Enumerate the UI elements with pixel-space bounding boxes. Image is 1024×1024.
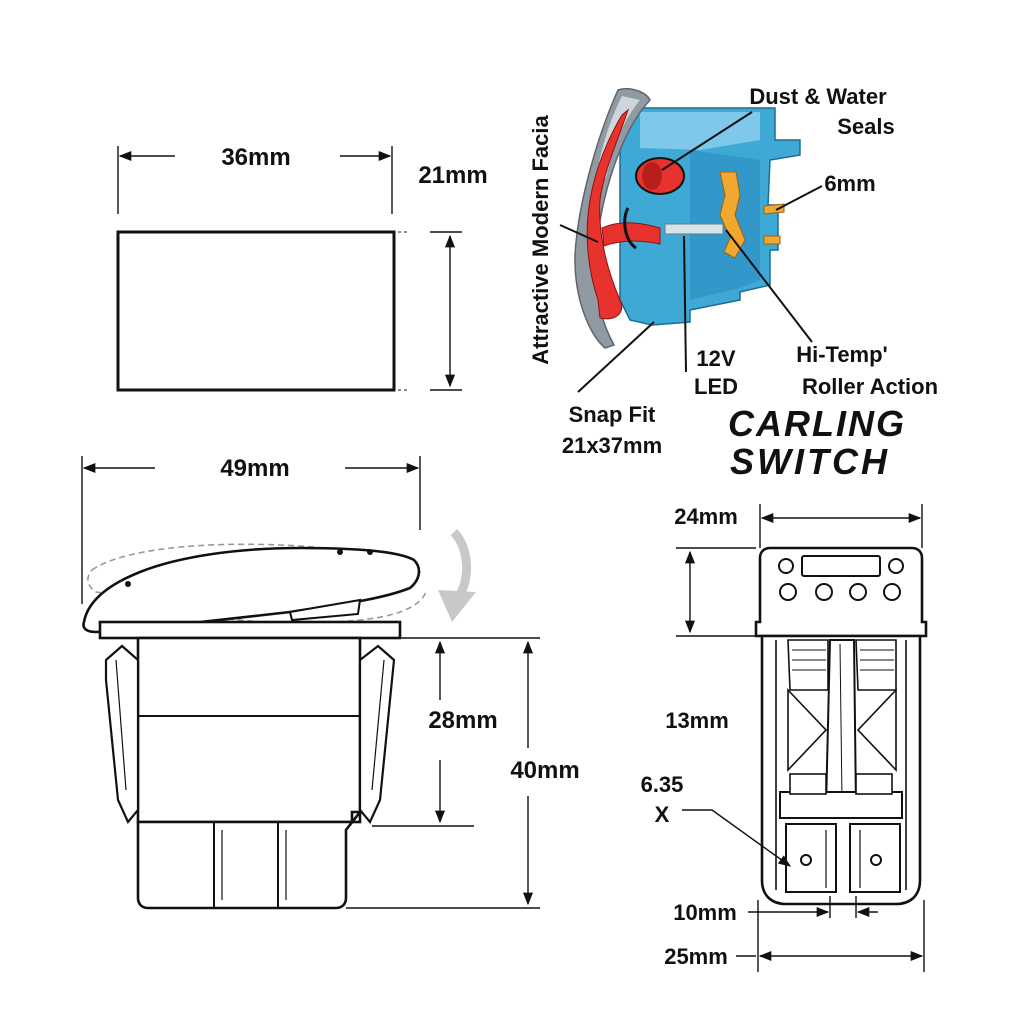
- lower-seal: [623, 207, 637, 250]
- rear-hole-5: [849, 583, 867, 601]
- rear-hole-6: [883, 583, 901, 601]
- cam-right: [855, 639, 897, 691]
- terminal-block: [136, 810, 363, 910]
- rocker-dot-1: [337, 549, 343, 555]
- led-element: [664, 223, 724, 235]
- brand-line-2: SWITCH: [730, 441, 890, 482]
- terminal-pin-upper: [763, 203, 785, 215]
- face-outline: [116, 230, 396, 392]
- rear-led-window: [801, 555, 881, 577]
- plunger-line: [839, 643, 843, 801]
- roller-label-1: Hi-Temp': [796, 342, 888, 367]
- front-face-view: 36mm 21mm: [116, 144, 488, 392]
- depth28-label: 28mm: [428, 707, 497, 734]
- snap-label-1: Snap Fit: [569, 402, 656, 427]
- seal-inner: [642, 162, 662, 190]
- cutaway-illustration: Dust & Water Seals 6mm 12V LED Hi-Temp' …: [528, 84, 938, 458]
- brand-block: CARLING SWITCH: [728, 403, 906, 482]
- brand-line-1: CARLING: [728, 403, 906, 444]
- rear-view: 24mm: [641, 504, 928, 972]
- crossbar-lug-left: [789, 773, 827, 795]
- rear-hole-1: [778, 558, 794, 574]
- snap-leader: [577, 321, 655, 393]
- facia-leader: [559, 224, 599, 243]
- rocker-pivot: [288, 598, 362, 622]
- roller-contact: [719, 171, 746, 259]
- facia-label: Attractive Modern Facia: [528, 115, 553, 365]
- roller-label-2: Roller Action: [802, 374, 938, 399]
- terminal-size-label-2: X: [655, 802, 670, 827]
- rocker-actuator: [601, 222, 661, 247]
- housing-highlight: [640, 112, 760, 150]
- led-label-2: LED: [694, 374, 738, 399]
- cam-right-wedge: [856, 687, 897, 773]
- crossbar: [779, 791, 903, 819]
- side-width-label: 49mm: [220, 455, 289, 482]
- bezel: [98, 620, 402, 640]
- side-view: 49mm 28mm: [81, 455, 580, 910]
- terminal-size-label-1: 6.35: [641, 772, 684, 797]
- terminal-6mm-label: 6mm: [824, 171, 875, 196]
- terminal-hole-left: [800, 854, 812, 866]
- rocker-motion-arrow: [450, 529, 472, 601]
- led-label-1: 12V: [696, 346, 735, 371]
- terminal-size-leader: [682, 809, 792, 867]
- depth40-label: 40mm: [510, 757, 579, 784]
- rear-hole-4: [815, 583, 833, 601]
- terminal-pin-lower: [763, 235, 781, 245]
- rear-10-label: 10mm: [673, 900, 737, 925]
- face-height-label: 21mm: [418, 162, 487, 189]
- rear-25-label: 25mm: [664, 944, 728, 969]
- seals-label-1: Dust & Water: [749, 84, 887, 109]
- face-width-label: 36mm: [221, 144, 290, 171]
- rocker-motion-arrowhead: [438, 590, 476, 622]
- seals-leader: [661, 111, 753, 171]
- terminal-6mm-leader: [775, 185, 823, 211]
- rear-hole-3: [779, 583, 797, 601]
- rear-tab: [754, 546, 928, 638]
- side-body: [136, 636, 362, 824]
- terminal-hole-right: [870, 854, 882, 866]
- cam-left: [787, 639, 829, 691]
- rocker-dot-3: [125, 581, 131, 587]
- clip-right-line: [371, 659, 385, 791]
- crossbar-lug-right: [855, 773, 893, 795]
- rocker-red-shell: [586, 108, 630, 320]
- rear-hole-2: [888, 558, 904, 574]
- rear-top-label: 24mm: [674, 504, 738, 529]
- clip-left-line: [115, 659, 127, 791]
- cam-left-wedge: [787, 687, 828, 773]
- led-leader: [683, 235, 687, 373]
- roller-leader: [725, 229, 813, 343]
- rocker-dot-2: [367, 549, 373, 555]
- snap-label-2: 21x37mm: [562, 433, 662, 458]
- seals-label-2: Seals: [837, 114, 895, 139]
- rear-13-label: 13mm: [665, 708, 729, 733]
